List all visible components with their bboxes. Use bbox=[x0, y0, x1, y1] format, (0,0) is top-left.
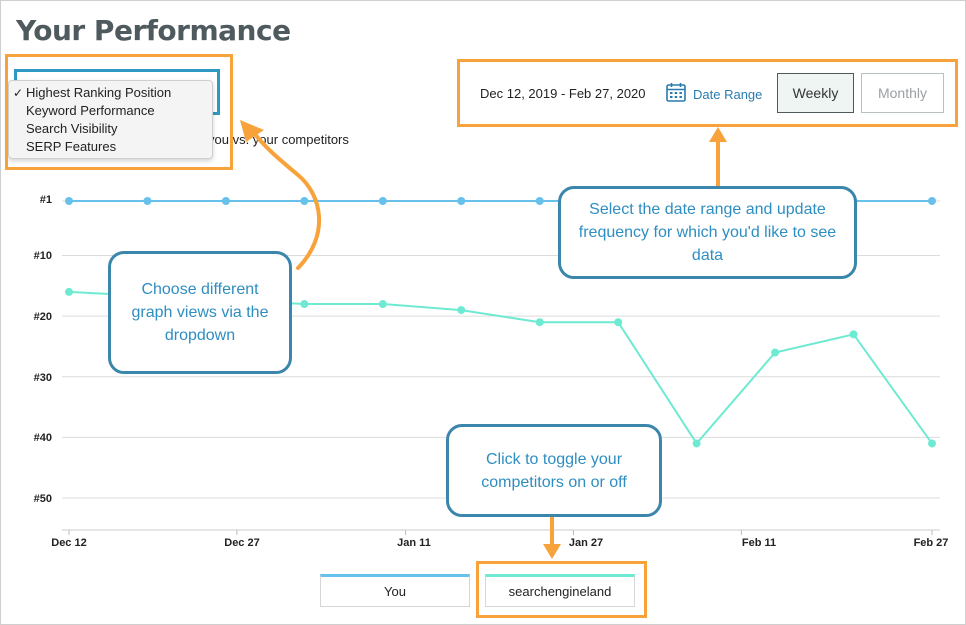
monthly-button[interactable]: Monthly bbox=[861, 73, 944, 113]
y-tick-label: #30 bbox=[33, 372, 52, 384]
y-tick-label: #1 bbox=[39, 194, 52, 206]
legend-highlight-box bbox=[476, 561, 647, 618]
x-tick-label: Feb 27 bbox=[913, 537, 949, 549]
chart-subtitle: you vs. your competitors bbox=[208, 132, 349, 147]
date-range-link[interactable]: Date Range bbox=[693, 87, 763, 102]
data-point-you bbox=[143, 197, 152, 205]
data-point-searchengineland bbox=[614, 318, 623, 327]
toggle-competitors-callout: Click to toggle your competitors on or o… bbox=[446, 424, 662, 517]
data-point-you bbox=[378, 197, 387, 205]
dropdown-option-label: SERP Features bbox=[26, 139, 117, 154]
date-controls-highlight-box bbox=[457, 59, 958, 127]
data-point-searchengineland bbox=[849, 330, 858, 339]
legend-label-searchengineland: searchengineland bbox=[508, 584, 612, 599]
dropdown-option-serp-features[interactable]: SERP Features bbox=[9, 138, 212, 156]
series-line-searchengineland bbox=[68, 290, 933, 446]
data-point-you bbox=[535, 197, 544, 205]
dropdown-highlight-box bbox=[5, 54, 233, 170]
legend-toggle-you[interactable]: You bbox=[320, 574, 470, 607]
data-point-searchengineland bbox=[692, 439, 701, 448]
data-point-searchengineland bbox=[300, 300, 309, 309]
data-point-you bbox=[221, 197, 230, 205]
y-tick-label: #50 bbox=[33, 493, 52, 505]
date-callout-arrowhead bbox=[709, 127, 727, 142]
data-point-searchengineland bbox=[457, 306, 466, 315]
dropdown-option-search-visibility[interactable]: Search Visibility bbox=[9, 120, 212, 138]
legend-label-you: You bbox=[384, 584, 406, 599]
data-point-you bbox=[65, 197, 73, 205]
dropdown-callout-arrow bbox=[250, 128, 322, 270]
legend-toggle-searchengineland[interactable]: searchengineland bbox=[485, 574, 635, 607]
dropdown-callout: Choose different graph views via the dro… bbox=[108, 251, 292, 374]
y-tick-label: #40 bbox=[33, 432, 52, 444]
dropdown-option-label: Search Visibility bbox=[26, 121, 118, 136]
data-point-you bbox=[928, 197, 936, 205]
data-point-you bbox=[300, 197, 309, 205]
dropdown-callout-arrowhead bbox=[240, 120, 264, 142]
calendar-icon[interactable] bbox=[665, 81, 687, 103]
dropdown-option-keyword-performance[interactable]: Keyword Performance bbox=[9, 102, 212, 120]
checkmark-icon: ✓ bbox=[13, 86, 24, 100]
page-title: Your Performance bbox=[16, 14, 291, 47]
data-point-searchengineland bbox=[65, 287, 73, 296]
data-point-searchengineland bbox=[378, 300, 387, 309]
y-tick-label: #10 bbox=[33, 250, 52, 262]
x-tick-label: Jan 11 bbox=[397, 537, 431, 549]
weekly-button[interactable]: Weekly bbox=[777, 73, 854, 113]
date-range-callout: Select the date range and update frequen… bbox=[558, 186, 857, 279]
x-tick-label: Dec 12 bbox=[51, 537, 87, 549]
graph-view-dropdown-menu[interactable]: ✓ Highest Ranking Position Keyword Perfo… bbox=[8, 80, 213, 159]
data-point-searchengineland bbox=[771, 348, 780, 357]
date-range-text: Dec 12, 2019 - Feb 27, 2020 bbox=[480, 86, 646, 101]
y-tick-label: #20 bbox=[33, 311, 52, 323]
toggle-callout-arrowhead bbox=[543, 544, 561, 559]
data-point-searchengineland bbox=[928, 439, 936, 448]
data-point-searchengineland bbox=[535, 318, 544, 327]
dropdown-option-label: Keyword Performance bbox=[26, 103, 155, 118]
dropdown-option-label: Highest Ranking Position bbox=[26, 85, 172, 100]
x-tick-label: Feb 11 bbox=[741, 537, 777, 549]
data-point-you bbox=[457, 197, 466, 205]
x-tick-label: Dec 27 bbox=[224, 537, 260, 549]
x-tick-label: Jan 27 bbox=[568, 537, 604, 549]
dropdown-option-highest-ranking-position[interactable]: ✓ Highest Ranking Position bbox=[9, 84, 212, 102]
